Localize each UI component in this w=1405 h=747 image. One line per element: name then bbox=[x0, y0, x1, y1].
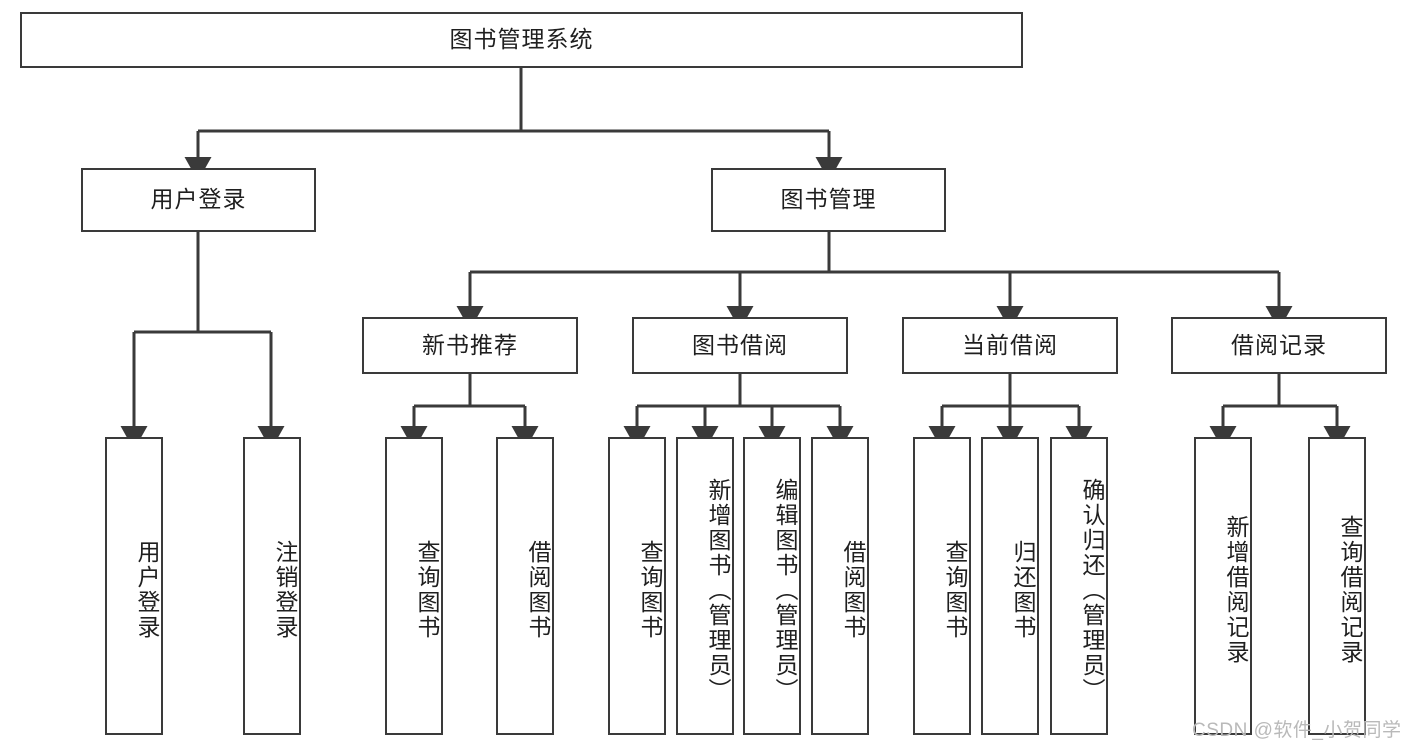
leaf-user-login-logout[interactable]: 注销登录 bbox=[243, 437, 301, 735]
leaf-book-borrow-query[interactable]: 查询图书 bbox=[608, 437, 666, 735]
leaf-current-borrow-confirm-admin[interactable]: 确认归还（管理员） bbox=[1050, 437, 1108, 735]
leaf-book-borrow-edit-admin[interactable]: 编辑图书（管理员） bbox=[743, 437, 801, 735]
leaf-current-borrow-query[interactable]: 查询图书 bbox=[913, 437, 971, 735]
node-root-system[interactable]: 图书管理系统 bbox=[20, 12, 1023, 68]
leaf-borrow-record-query[interactable]: 查询借阅记录 bbox=[1308, 437, 1366, 735]
node-borrow-record[interactable]: 借阅记录 bbox=[1171, 317, 1387, 374]
leaf-book-borrow-borrow[interactable]: 借阅图书 bbox=[811, 437, 869, 735]
leaf-borrow-record-add[interactable]: 新增借阅记录 bbox=[1194, 437, 1252, 735]
leaf-new-book-query[interactable]: 查询图书 bbox=[385, 437, 443, 735]
node-current-borrow[interactable]: 当前借阅 bbox=[902, 317, 1118, 374]
node-book-management[interactable]: 图书管理 bbox=[711, 168, 946, 232]
leaf-book-borrow-add-admin[interactable]: 新增图书（管理员） bbox=[676, 437, 734, 735]
leaf-current-borrow-return[interactable]: 归还图书 bbox=[981, 437, 1039, 735]
leaf-user-login-login[interactable]: 用户登录 bbox=[105, 437, 163, 735]
leaf-new-book-borrow[interactable]: 借阅图书 bbox=[496, 437, 554, 735]
node-user-login[interactable]: 用户登录 bbox=[81, 168, 316, 232]
node-new-book-recommend[interactable]: 新书推荐 bbox=[362, 317, 578, 374]
node-book-borrow[interactable]: 图书借阅 bbox=[632, 317, 848, 374]
